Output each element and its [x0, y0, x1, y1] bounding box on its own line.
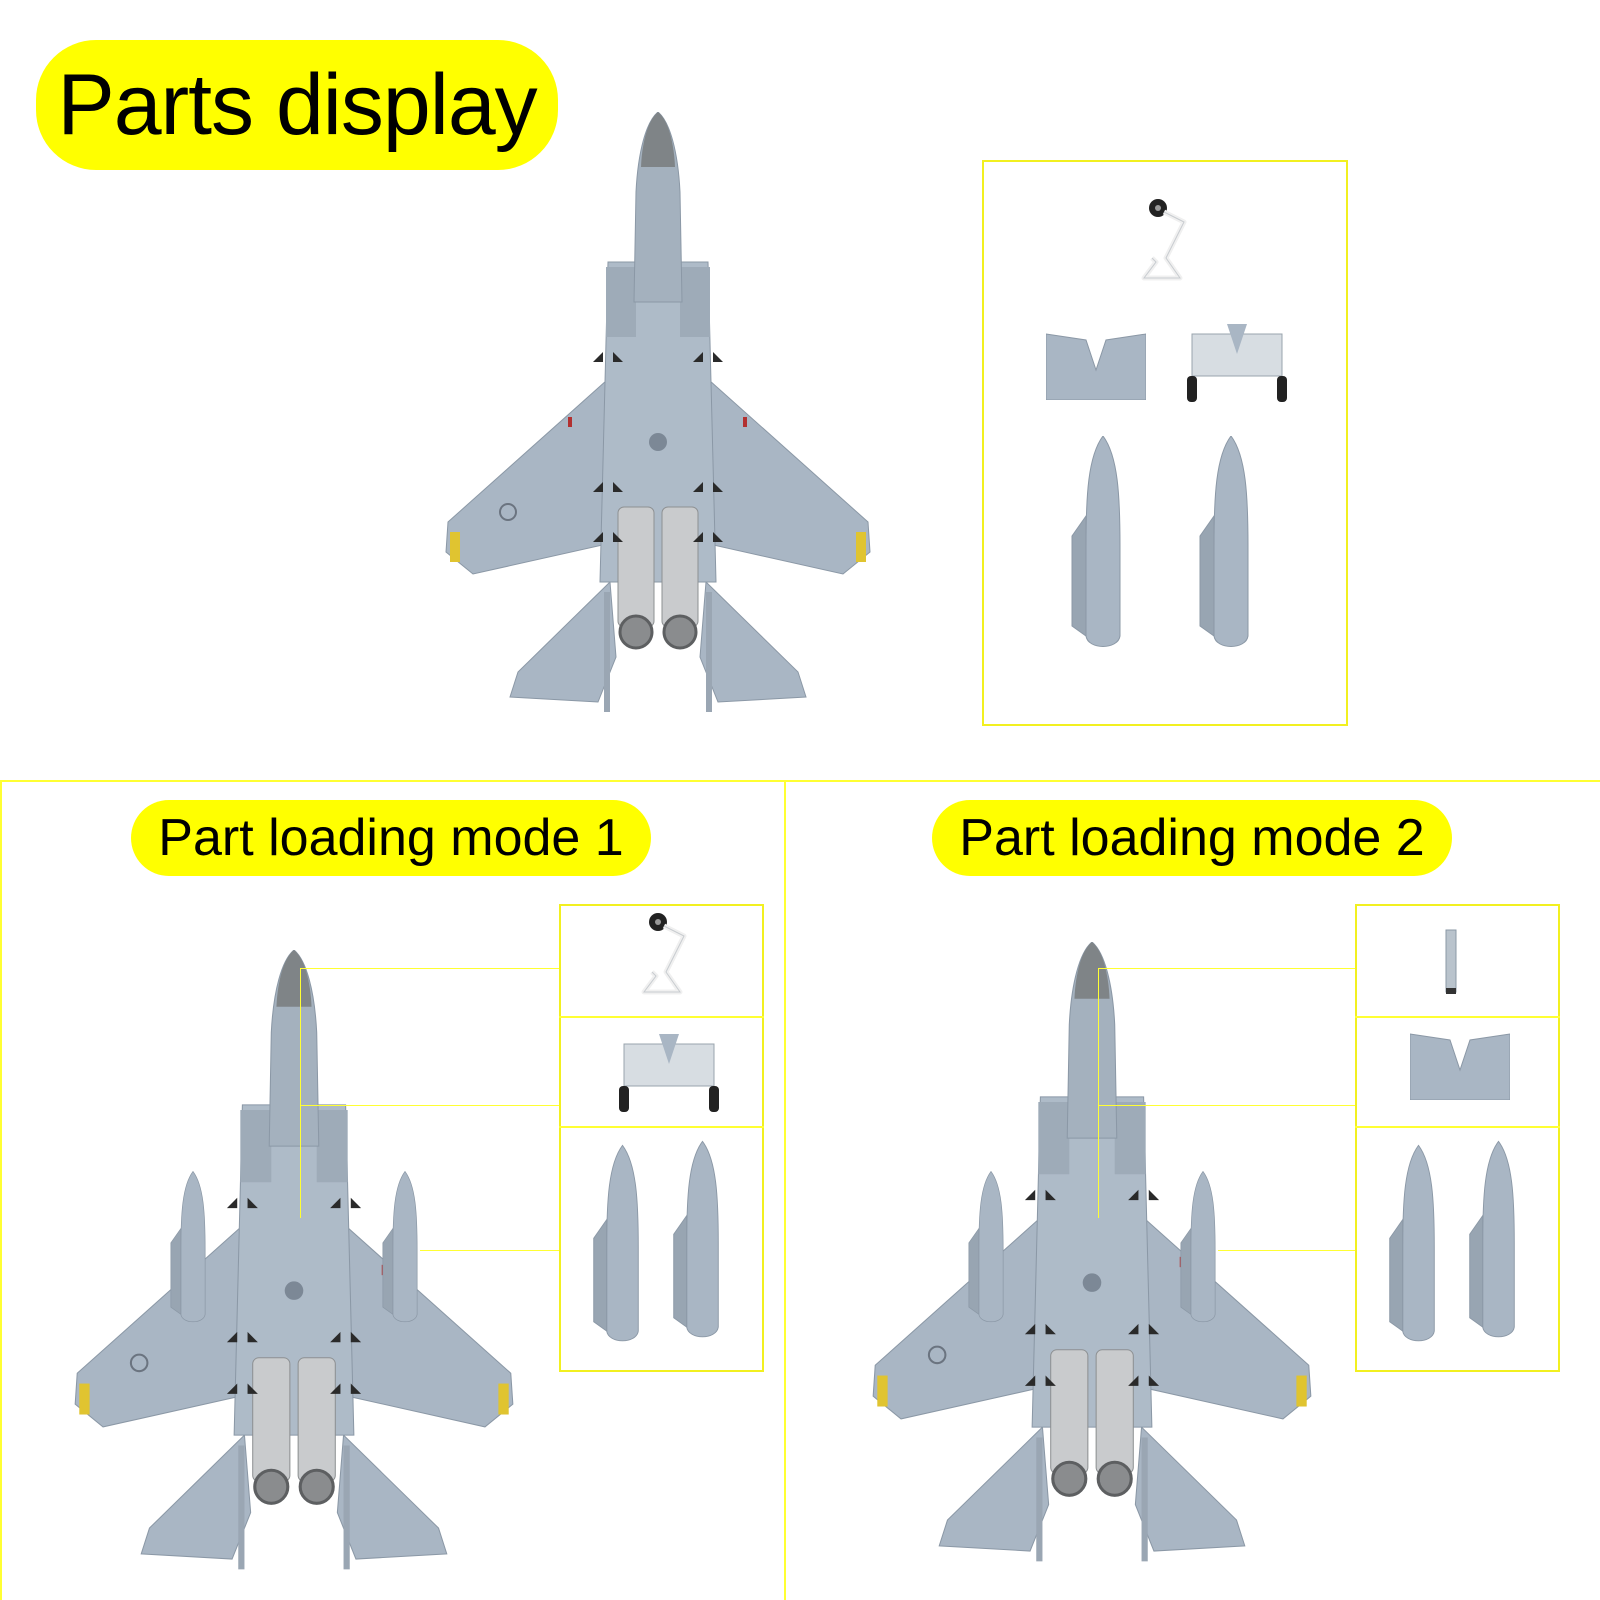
fuel-tank-icon — [1199, 436, 1249, 647]
callout-line — [1218, 1250, 1356, 1251]
main-landing-gear-icon — [618, 1034, 720, 1113]
page-title: Parts display — [36, 40, 558, 170]
section-title-mode-2: Part loading mode 2 — [932, 800, 1452, 876]
fuel-tank-icon — [1389, 1144, 1435, 1342]
panel-divider — [559, 1016, 764, 1018]
support-rod-icon — [1445, 929, 1457, 994]
main-landing-gear-icon — [1186, 324, 1288, 403]
callout-line — [300, 968, 301, 1218]
parts-box — [982, 160, 1348, 726]
fuel-tank-icon — [593, 1144, 639, 1342]
fighter-jet-model-icon — [444, 112, 872, 714]
callout-line — [1098, 968, 1099, 1218]
nose-landing-gear-icon — [1136, 198, 1196, 288]
mode-1-parts-panel — [559, 904, 764, 1372]
section-title-mode-1: Part loading mode 1 — [131, 800, 651, 876]
panel-divider — [559, 1126, 764, 1128]
callout-line — [300, 968, 560, 969]
callout-line — [1098, 968, 1356, 969]
fighter-jet-model-icon — [73, 950, 515, 1571]
mode-2-parts-panel — [1355, 904, 1560, 1372]
fighter-jet-model-icon — [871, 942, 1313, 1563]
cockpit-piece-icon — [1046, 333, 1146, 400]
fuel-tank-icon — [1071, 436, 1121, 647]
panel-divider — [1355, 1126, 1560, 1128]
callout-line — [1098, 1105, 1356, 1106]
panel-divider — [1355, 1016, 1560, 1018]
cockpit-piece-icon — [1410, 1033, 1510, 1100]
callout-line — [420, 1250, 560, 1251]
nose-landing-gear-icon — [636, 912, 696, 1002]
fuel-tank-icon — [968, 1170, 1004, 1323]
section-divider-vertical — [784, 780, 786, 1600]
section-divider — [0, 780, 1600, 782]
section-divider-left — [0, 780, 2, 1600]
fuel-tank-icon — [1469, 1140, 1515, 1338]
callout-line — [300, 1105, 560, 1106]
fuel-tank-icon — [170, 1170, 206, 1323]
fuel-tank-icon — [673, 1140, 719, 1338]
